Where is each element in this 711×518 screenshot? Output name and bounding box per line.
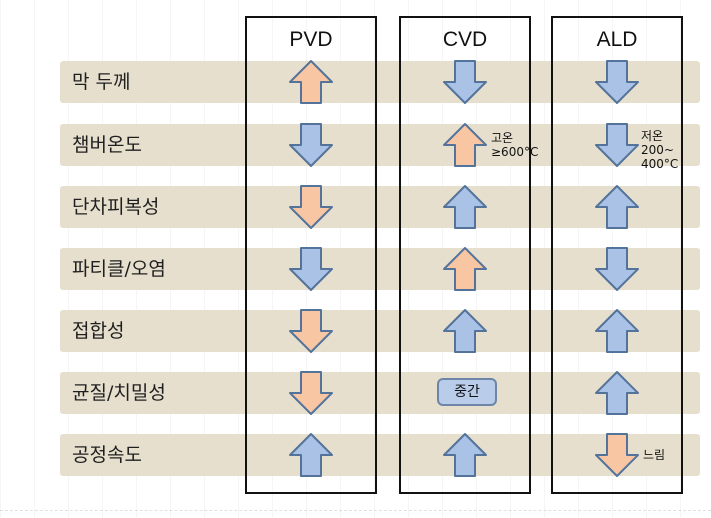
down-arrow-icon — [288, 122, 334, 168]
row-band — [60, 434, 700, 476]
up-arrow-icon — [288, 432, 334, 478]
down-arrow-icon — [442, 59, 488, 105]
medium-badge: 중간 — [437, 378, 497, 406]
down-arrow-icon — [594, 246, 640, 292]
row-label-uniformity: 균질/치밀성 — [72, 382, 166, 404]
row-band — [60, 248, 700, 290]
row-label-particle: 파티클/오염 — [72, 258, 166, 280]
up-arrow-icon — [442, 432, 488, 478]
down-arrow-icon — [288, 246, 334, 292]
column-header-cvd: CVD — [442, 28, 488, 51]
row-label-adhesion: 접합성 — [72, 320, 125, 342]
row-band — [60, 310, 700, 352]
row-label-thickness: 막 두께 — [72, 71, 131, 93]
bottom-divider — [0, 510, 711, 512]
up-arrow-icon — [442, 184, 488, 230]
up-arrow-icon — [442, 122, 488, 168]
annotation-ald: 느림 — [643, 448, 666, 462]
row-band — [60, 61, 700, 103]
row-label-step-coverage: 단차피복성 — [72, 196, 160, 218]
annotation-cvd: 고온≥600°C — [491, 131, 539, 159]
up-arrow-icon — [288, 59, 334, 105]
up-arrow-icon — [442, 308, 488, 354]
up-arrow-icon — [442, 246, 488, 292]
column-box-cvd — [399, 16, 531, 494]
down-arrow-icon — [594, 432, 640, 478]
row-label-chamber-temp: 챔버온도 — [72, 134, 142, 156]
column-header-ald: ALD — [596, 28, 638, 51]
down-arrow-icon — [594, 59, 640, 105]
column-header-pvd: PVD — [289, 28, 333, 51]
row-label-process-speed: 공정속도 — [72, 444, 142, 466]
up-arrow-icon — [594, 370, 640, 416]
row-band — [60, 372, 700, 414]
down-arrow-icon — [288, 184, 334, 230]
down-arrow-icon — [288, 308, 334, 354]
up-arrow-icon — [594, 184, 640, 230]
down-arrow-icon — [288, 370, 334, 416]
down-arrow-icon — [594, 122, 640, 168]
row-band — [60, 124, 700, 166]
row-band — [60, 186, 700, 228]
column-box-pvd — [245, 16, 377, 494]
column-box-ald — [551, 16, 683, 494]
up-arrow-icon — [594, 308, 640, 354]
